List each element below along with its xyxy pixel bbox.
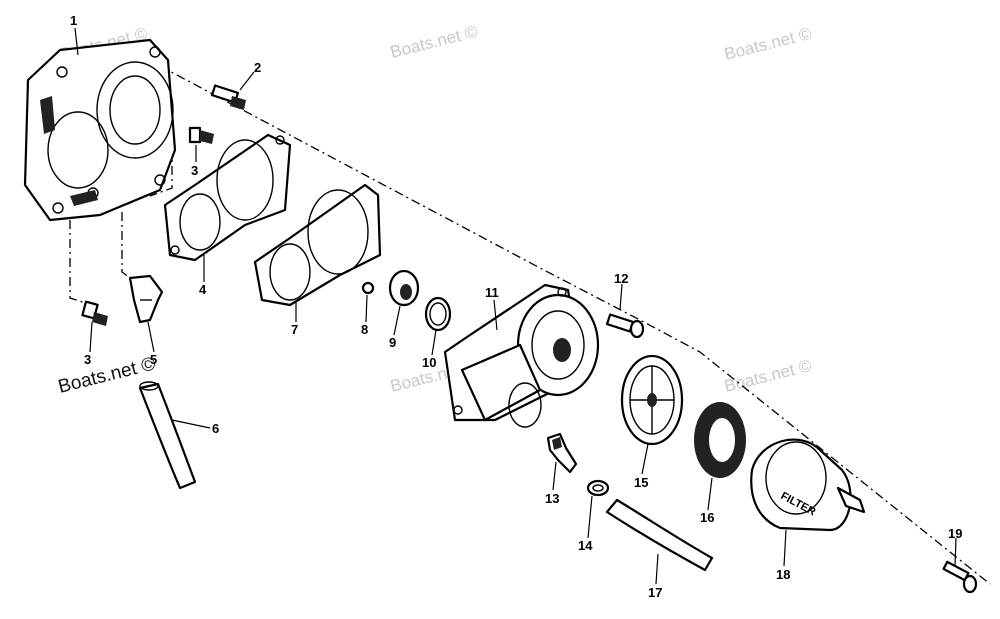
callout-18: 18 — [776, 567, 790, 582]
callout-14: 14 — [578, 538, 593, 553]
part-13-inlet-fitting — [546, 432, 578, 474]
callout-4: 4 — [199, 282, 207, 297]
part-1-pump-cover — [23, 38, 177, 222]
watermark: Boats.net © — [388, 22, 479, 62]
callout-2: 2 — [254, 60, 261, 75]
callout-5: 5 — [150, 352, 157, 367]
callout-9: 9 — [389, 335, 396, 350]
part-9-valve — [388, 269, 420, 307]
part-2-screw — [210, 84, 246, 110]
callout-19: 19 — [948, 526, 962, 541]
watermark: Boats.net © — [722, 356, 813, 396]
part-18-filter-bowl: FILTER — [750, 438, 866, 532]
part-19-screw — [942, 560, 978, 594]
callout-3-lower: 3 — [84, 352, 91, 367]
callout-12: 12 — [614, 271, 628, 286]
part-15-screen — [620, 354, 684, 446]
part-3-screw-upper — [188, 126, 214, 144]
callout-15: 15 — [634, 475, 648, 490]
callout-1: 1 — [70, 13, 77, 28]
callout-8: 8 — [361, 322, 368, 337]
callout-6: 6 — [212, 421, 219, 436]
callout-3-upper: 3 — [191, 163, 198, 178]
callout-7: 7 — [291, 322, 298, 337]
part-7-gasket — [253, 183, 382, 307]
part-8-screw — [361, 281, 375, 295]
part-3-screw-lower — [81, 300, 108, 326]
part-4-gasket — [163, 133, 292, 262]
callout-11: 11 — [485, 285, 499, 300]
callout-17: 17 — [648, 585, 662, 600]
part-5-elbow-fitting — [128, 274, 164, 324]
callout-13: 13 — [545, 491, 559, 506]
part-17-hose — [605, 498, 714, 572]
callout-10: 10 — [422, 355, 436, 370]
watermark: Boats.net © — [722, 24, 813, 64]
part-16-gasket-ring — [694, 402, 746, 478]
leader-lines — [74, 27, 957, 585]
callout-numbers: 1 2 3 3 4 5 6 7 8 9 10 11 12 13 14 15 16… — [70, 13, 962, 600]
part-10-o-ring — [424, 296, 452, 332]
part-11-pump-body — [443, 283, 600, 428]
part-6-hose — [138, 381, 197, 490]
callout-16: 16 — [700, 510, 714, 525]
part-12-screw — [605, 313, 645, 339]
part-14-clamp — [586, 479, 610, 497]
